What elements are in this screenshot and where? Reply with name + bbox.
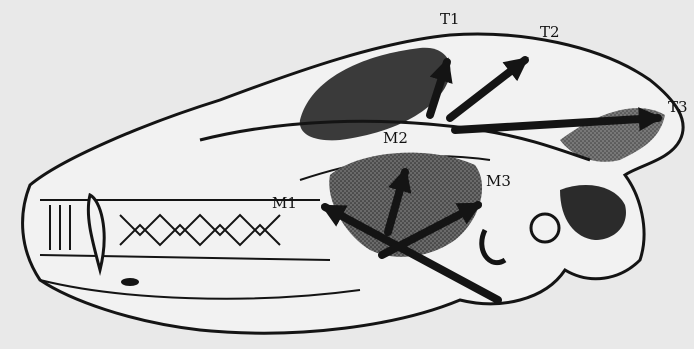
label-m3: M3 xyxy=(486,172,511,190)
label-t3: T3 xyxy=(668,98,688,116)
auditory-bulla xyxy=(531,214,559,242)
label-m2: M2 xyxy=(383,129,408,147)
label-m1: M1 xyxy=(272,194,297,212)
label-t2: T2 xyxy=(540,23,560,41)
mental-foramen xyxy=(121,278,139,286)
label-t1: T1 xyxy=(440,10,460,28)
